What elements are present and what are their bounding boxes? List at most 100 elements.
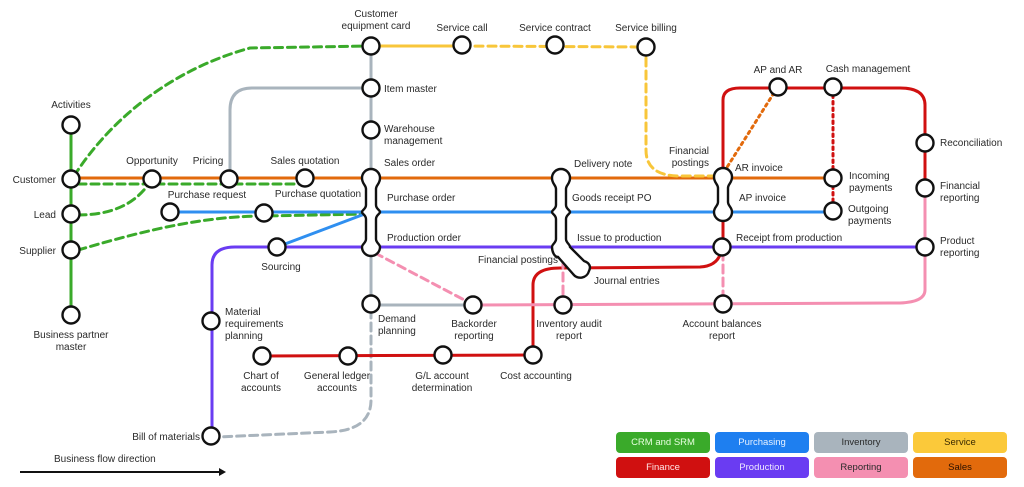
station-activities[interactable] [61, 115, 81, 135]
station-label-activities: Activities [51, 100, 90, 111]
station-supplier[interactable] [61, 240, 81, 260]
inventory-line-pricing [228, 86, 372, 177]
station-label-line: postings [672, 158, 709, 169]
station-label-line: Financial postings [478, 255, 558, 266]
station-product-reporting[interactable] [915, 237, 935, 257]
crm-dashed-supplier [76, 212, 372, 252]
station-customer-equipment-card[interactable] [361, 36, 381, 56]
station-receipt-from-production[interactable] [712, 237, 732, 257]
interchange-ar-ap-invoice[interactable] [712, 166, 734, 223]
station-cash-management[interactable] [823, 77, 843, 97]
legend-item-purchasing: Purchasing [715, 432, 809, 453]
station-cost-accounting[interactable] [523, 345, 543, 365]
interchange-delivery-goods-issue-journal[interactable] [550, 167, 592, 279]
station-material-requirements-planning[interactable] [201, 311, 221, 331]
station-ap-and-ar[interactable] [768, 77, 788, 97]
station-label-line: report [556, 331, 582, 342]
station-label-line: Sales quotation [271, 156, 340, 167]
station-chart-of-accounts[interactable] [252, 346, 272, 366]
station-label-supplier: Supplier [19, 246, 56, 257]
station-label-line: Customer [13, 175, 57, 186]
station-label-ap-invoice: AP invoice [739, 193, 787, 204]
station-sales-quotation[interactable] [295, 168, 315, 188]
sales-dotted-ap-ar [722, 86, 779, 174]
station-label-line: payments [849, 183, 892, 194]
station-label-line: requirements [225, 319, 283, 330]
station-label-line: Cost accounting [500, 371, 572, 382]
station-pricing[interactable] [219, 169, 239, 189]
station-account-balances-report[interactable] [713, 294, 733, 314]
station-label-line: AP and AR [754, 65, 803, 76]
station-outgoing-payments[interactable] [823, 201, 843, 221]
station-backorder-reporting[interactable] [463, 295, 483, 315]
legend-item-production: Production [715, 457, 809, 478]
station-label-line: Product [940, 236, 975, 247]
station-label-line: Warehouse [384, 124, 435, 135]
station-label-line: G/L account [415, 371, 469, 382]
station-service-call[interactable] [452, 35, 472, 55]
station-service-billing[interactable] [636, 37, 656, 57]
station-label-line: Issue to production [577, 233, 662, 244]
station-label-line: master [56, 342, 87, 353]
station-label-financial-postings-left: Financial postings [478, 255, 558, 266]
station-label-pricing: Pricing [193, 156, 224, 167]
station-label-line: Chart of [243, 371, 279, 382]
station-label-service-call: Service call [436, 23, 487, 34]
purchasing-sourcing-branch [275, 210, 372, 249]
station-label-line: Goods receipt PO [572, 193, 652, 204]
legend-item-service: Service [913, 432, 1007, 453]
station-incoming-payments[interactable] [823, 168, 843, 188]
station-item-master[interactable] [361, 78, 381, 98]
station-label-delivery-note: Delivery note [574, 159, 633, 170]
station-label-lead: Lead [34, 210, 56, 221]
station-general-ledger-accounts[interactable] [338, 346, 358, 366]
finance-line-journal [531, 245, 724, 354]
station-service-contract[interactable] [545, 35, 565, 55]
station-label-issue-to-production: Issue to production [577, 233, 662, 244]
station-label-line: General ledger [304, 371, 371, 382]
legend-item-inventory: Inventory [814, 432, 908, 453]
station-lead[interactable] [61, 204, 81, 224]
station-gl-account-determination[interactable] [433, 345, 453, 365]
station-label-line: determination [412, 383, 473, 394]
station-warehouse-management[interactable] [361, 120, 381, 140]
service-line-dashed [460, 44, 718, 178]
station-reconciliation[interactable] [915, 133, 935, 153]
station-financial-reporting[interactable] [915, 178, 935, 198]
station-opportunity[interactable] [142, 169, 162, 189]
legend-item-sales: Sales [913, 457, 1007, 478]
station-label-line: planning [225, 331, 263, 342]
flow-arrow-icon [20, 468, 226, 475]
station-label-line: Purchase quotation [275, 189, 361, 200]
production-line [210, 245, 927, 438]
station-label-line: management [384, 136, 443, 147]
reporting-dashed-backorder [373, 251, 472, 305]
station-label-line: Business partner [33, 330, 109, 341]
station-label-line: equipment card [342, 21, 411, 32]
station-label-line: Sourcing [261, 262, 300, 273]
station-sourcing[interactable] [267, 237, 287, 257]
station-purchase-request[interactable] [160, 202, 180, 222]
interchange-sales-purchase-production-order[interactable] [360, 167, 382, 258]
station-label-service-billing: Service billing [615, 23, 677, 34]
station-customer[interactable] [61, 169, 81, 189]
station-label-reconciliation: Reconciliation [940, 138, 1002, 149]
station-demand-planning[interactable] [361, 294, 381, 314]
station-business-partner-master[interactable] [61, 305, 81, 325]
station-label-line: Activities [51, 100, 90, 111]
station-label-line: Lead [34, 210, 56, 221]
station-inventory-audit-report[interactable] [553, 295, 573, 315]
station-bill-of-materials[interactable] [201, 426, 221, 446]
inventory-dashed-bom [215, 308, 373, 439]
station-label-item-master: Item master [384, 84, 437, 95]
legend-item-finance: Finance [616, 457, 710, 478]
station-label-line: Delivery note [574, 159, 633, 170]
station-purchase-quotation[interactable] [254, 203, 274, 223]
crm-dashed-lead [76, 180, 152, 217]
station-label-line: Service call [436, 23, 487, 34]
